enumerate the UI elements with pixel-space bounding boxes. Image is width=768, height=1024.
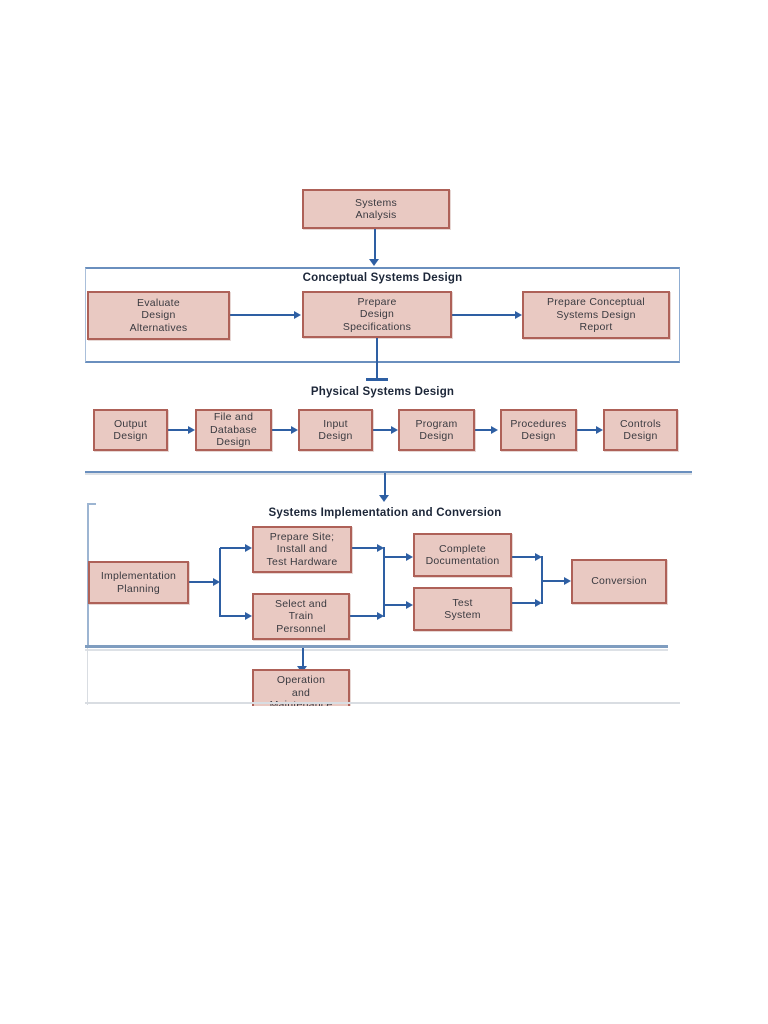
flow-box-implementation-planning: Implementation Planning	[88, 561, 189, 604]
flow-box-file-database-design: File and Database Design	[195, 409, 272, 451]
connector-planning-to-bus	[189, 581, 214, 583]
flow-box-test-system: Test System	[413, 587, 512, 631]
arrow-right-icon	[391, 426, 398, 434]
arrow-right-icon	[491, 426, 498, 434]
connector-bus-to-conversion	[542, 580, 565, 582]
flow-box-prepare-design-specifications: Prepare Design Specifications	[302, 291, 452, 338]
connector-physical-to-implementation	[384, 473, 386, 496]
connector-complete-doc-out	[512, 556, 536, 558]
connector-analysis-to-conceptual	[374, 229, 376, 261]
implementation-section-title: Systems Implementation and Conversion	[268, 507, 502, 519]
connector-bus-to-select-train	[220, 615, 246, 617]
branch-bus-left	[219, 548, 221, 617]
t-bar-terminator-icon	[366, 378, 388, 381]
conceptual-section-frame	[85, 267, 680, 363]
figure-bottom-cut-edge	[85, 702, 680, 704]
connector-bus-to-test-system	[384, 604, 407, 606]
arrow-right-icon	[291, 426, 298, 434]
connector-bus-to-prepare-site	[220, 547, 246, 549]
arrow-right-icon	[596, 426, 603, 434]
flow-box-conversion: Conversion	[571, 559, 667, 604]
connector-procedures-to-controls	[577, 429, 597, 431]
conceptual-section-title: Conceptual Systems Design	[302, 272, 463, 284]
connector-prepare-site-out	[352, 547, 378, 549]
flow-box-prepare-site-install-test-hardware: Prepare Site; Install and Test Hardware	[252, 526, 352, 573]
connector-input-to-program	[373, 429, 392, 431]
arrow-right-icon	[406, 601, 413, 609]
physical-section-bottom-rule	[85, 471, 692, 473]
connector-filedb-to-input	[272, 429, 292, 431]
flow-box-complete-documentation: Complete Documentation	[413, 533, 512, 577]
sdlc-flowchart-figure: Systems Analysis Conceptual Systems Desi…	[85, 189, 692, 706]
flow-box-systems-analysis: Systems Analysis	[302, 189, 450, 229]
arrow-right-icon	[564, 577, 571, 585]
connector-output-to-filedb	[168, 429, 190, 431]
connector-bus-to-complete-doc	[384, 556, 407, 558]
flow-box-evaluate-design-alternatives: Evaluate Design Alternatives	[87, 291, 230, 340]
connector-conceptual-to-physical	[376, 338, 378, 379]
flow-box-select-and-train-personnel: Select and Train Personnel	[252, 593, 350, 640]
arrow-right-icon	[535, 553, 542, 561]
arrow-right-icon	[377, 544, 384, 552]
arrow-right-icon	[245, 544, 252, 552]
implementation-section-bottom-rule	[85, 645, 668, 648]
arrow-down-icon	[379, 495, 389, 502]
implementation-section-corner	[87, 503, 96, 505]
arrow-right-icon	[213, 578, 220, 586]
flow-box-output-design: Output Design	[93, 409, 168, 451]
flow-box-input-design: Input Design	[298, 409, 373, 451]
figure-left-edge	[87, 648, 88, 705]
arrow-right-icon	[377, 612, 384, 620]
arrow-right-icon	[188, 426, 195, 434]
flow-box-operation-and-maintenance: Operation and Maintenance	[252, 669, 350, 706]
flow-box-controls-design: Controls Design	[603, 409, 678, 451]
flow-box-procedures-design: Procedures Design	[500, 409, 577, 451]
merge-bus-middle	[383, 547, 385, 617]
connector-select-train-out	[350, 615, 378, 617]
arrow-right-icon	[294, 311, 301, 319]
rule-shadow	[85, 649, 668, 651]
flow-box-program-design: Program Design	[398, 409, 475, 451]
connector-implementation-to-operation	[302, 648, 304, 668]
connector-program-to-procedures	[475, 429, 492, 431]
connector-test-system-out	[512, 602, 536, 604]
arrow-right-icon	[515, 311, 522, 319]
connector-specs-to-report	[452, 314, 516, 316]
arrow-right-icon	[535, 599, 542, 607]
arrow-right-icon	[406, 553, 413, 561]
arrow-right-icon	[245, 612, 252, 620]
arrow-down-icon	[369, 259, 379, 266]
rule-shadow	[85, 473, 692, 475]
flow-box-prepare-conceptual-report: Prepare Conceptual Systems Design Report	[522, 291, 670, 339]
physical-section-title: Physical Systems Design	[310, 386, 455, 398]
connector-evaluate-to-specs	[230, 314, 295, 316]
